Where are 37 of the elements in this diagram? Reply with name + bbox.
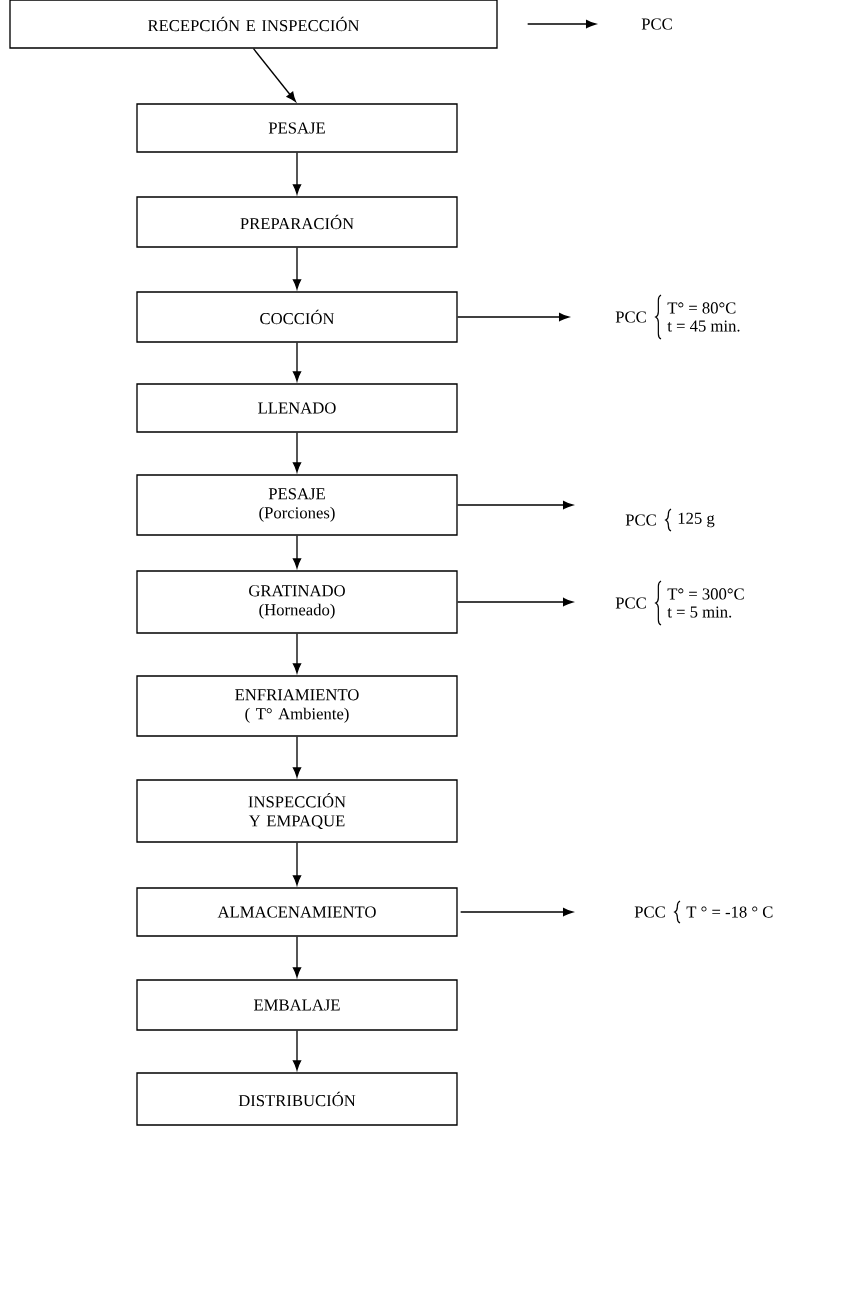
control-point-label: PCC [634, 906, 665, 918]
arrow [292, 432, 302, 473]
arrow [457, 312, 569, 322]
process-box: ALMACENAMIENTO [136, 887, 458, 937]
arrow [460, 907, 573, 917]
arrow [292, 842, 302, 886]
arrow [292, 1030, 302, 1071]
process-box: ENFRIAMIENTO ( T° Ambiente) [136, 675, 458, 737]
control-point-label: PCC [641, 18, 672, 30]
arrow [292, 152, 302, 195]
control-point-label: PCC [615, 597, 646, 609]
arrow [292, 936, 302, 978]
arrow [292, 535, 302, 569]
process-box: RECEPCIÓN E INSPECCIÓN [9, 0, 498, 49]
process-box: GRATINADO (Horneado) [136, 570, 458, 634]
process-box: PREPARACIÓN [136, 196, 458, 248]
process-box: COCCIÓN [136, 291, 458, 343]
control-limit-text: T° = 300°C t = 5 min. [667, 588, 744, 618]
arrow [527, 19, 596, 29]
process-box: EMBALAJE [136, 979, 458, 1031]
arrow [292, 633, 302, 674]
control-limit-text: 125 g [678, 512, 715, 528]
arrow [292, 247, 302, 290]
arrow [457, 597, 573, 607]
control-point-label: PCC [615, 311, 646, 323]
process-box: PESAJE (Porciones) [136, 474, 458, 536]
process-box: DISTRIBUCIÓN [136, 1072, 458, 1126]
arrow [457, 500, 573, 510]
control-limit-text: T° = 80°C t = 45 min. [667, 302, 740, 332]
process-box: LLENADO [136, 383, 458, 433]
arrow [252, 48, 296, 102]
control-limit-text: T ° = -18 ° C [686, 906, 773, 918]
process-box: INSPECCIÓN Y EMPAQUE [136, 779, 458, 843]
process-box: PESAJE [136, 103, 458, 153]
arrow [292, 736, 302, 778]
arrow [292, 342, 302, 382]
control-point-label: PCC [625, 514, 656, 526]
